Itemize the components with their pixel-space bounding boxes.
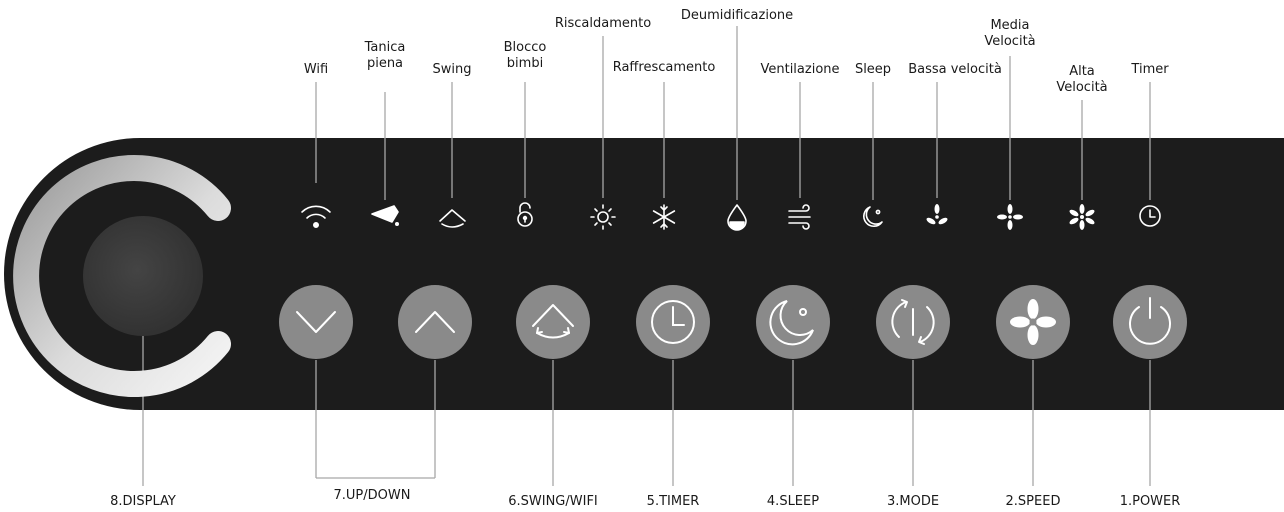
fan-low-icon: [926, 204, 948, 225]
speed-button[interactable]: [996, 285, 1070, 359]
moon-icon: [863, 206, 883, 228]
chevron-down-icon: [296, 311, 336, 333]
label-mode: 3.MODE: [886, 494, 940, 509]
label-sleep: Sleep: [854, 62, 892, 77]
display-ring: [13, 155, 231, 397]
label-timer-button: 5.TIMER: [646, 494, 700, 509]
label-wifi: Wifi: [303, 62, 329, 77]
clock-icon: [651, 300, 695, 344]
label-display: 8.DISPLAY: [110, 494, 176, 509]
sleep-button[interactable]: [756, 285, 830, 359]
label-power: 1.POWER: [1119, 494, 1181, 509]
label-swing-wifi: 6.SWING/WIFI: [508, 494, 598, 509]
buttons: [279, 285, 1187, 359]
label-low-speed: Bassa velocità: [908, 62, 1002, 77]
display: [13, 155, 231, 397]
fan-medium-icon: [997, 204, 1023, 230]
fan-icon: [1010, 299, 1056, 345]
timer-button[interactable]: [636, 285, 710, 359]
label-up-down: 7.UP/DOWN: [333, 488, 411, 503]
mode-button[interactable]: [876, 285, 950, 359]
power-button[interactable]: [1113, 285, 1187, 359]
display-disc: [83, 216, 203, 336]
fan-high-icon: [1069, 204, 1095, 230]
down-button[interactable]: [279, 285, 353, 359]
moon-icon: [769, 300, 814, 346]
padlock-icon: [517, 202, 533, 227]
wind-icon: [788, 204, 811, 230]
label-swing: Swing: [432, 62, 472, 77]
swing-icon: [532, 304, 574, 339]
label-heating: Riscaldamento: [554, 16, 652, 31]
water-drop-icon: [727, 204, 747, 231]
full-tank-icon: [371, 205, 399, 226]
label-timer: Timer: [1131, 62, 1169, 77]
mode-cycle-icon: [891, 299, 935, 345]
label-speed: 2.SPEED: [1005, 494, 1061, 509]
clock-icon: [1139, 205, 1161, 227]
up-button[interactable]: [398, 285, 472, 359]
indicator-icons: [301, 202, 1161, 231]
label-dehumidify: Deumidificazione: [680, 8, 794, 23]
snowflake-icon: [652, 204, 676, 230]
power-icon: [1129, 297, 1171, 345]
wifi-icon: [301, 205, 331, 229]
chevron-up-icon: [415, 311, 455, 333]
label-ventilation: Ventilazione: [760, 62, 840, 77]
label-cooling: Raffrescamento: [612, 60, 716, 75]
label-sleep-button: 4.SLEEP: [766, 494, 820, 509]
sun-icon: [590, 204, 616, 230]
swing-icon: [439, 209, 466, 228]
swing-wifi-button[interactable]: [516, 285, 590, 359]
